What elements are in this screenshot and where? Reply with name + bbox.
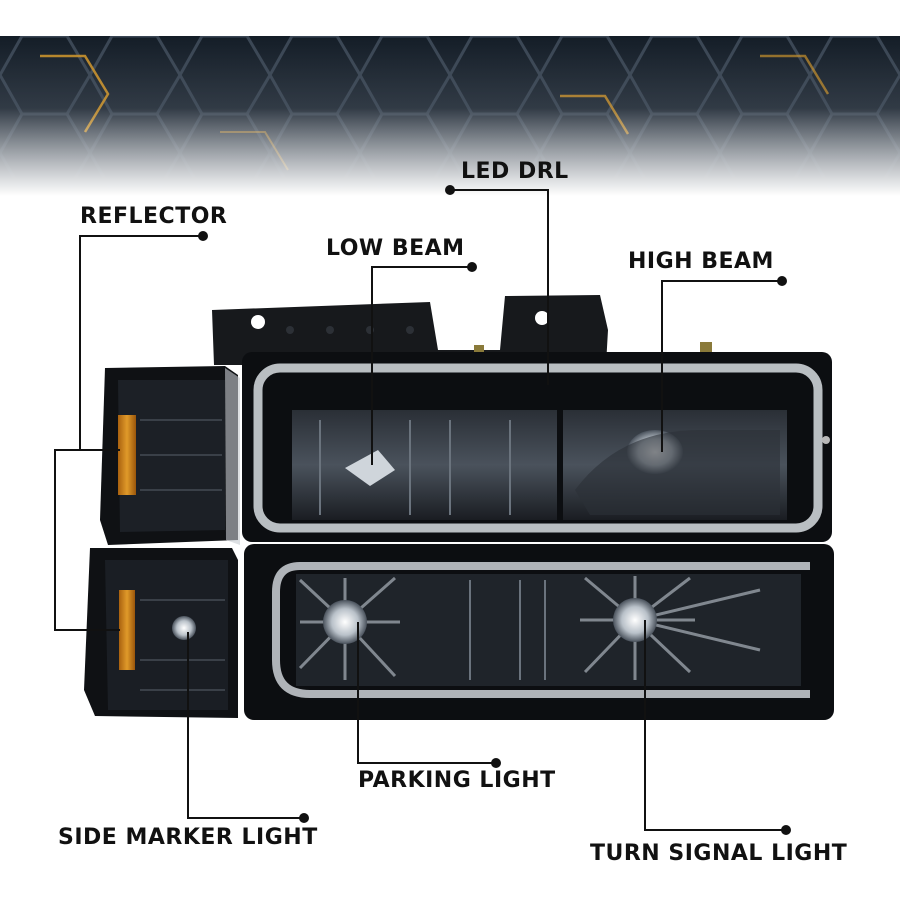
callout-led-drl — [450, 189, 549, 385]
callout-low-beam — [371, 266, 472, 465]
label-high-beam: HIGH BEAM — [628, 249, 774, 274]
callout-high-beam — [661, 280, 782, 452]
label-parking-light: PARKING LIGHT — [358, 768, 556, 793]
callout-lines — [54, 189, 786, 831]
label-turn-signal-light: TURN SIGNAL LIGHT — [590, 841, 848, 866]
callout-turn-signal — [644, 620, 786, 831]
callout-side-marker — [187, 632, 304, 819]
callout-dots — [198, 185, 791, 835]
label-side-marker-light: SIDE MARKER LIGHT — [58, 825, 318, 850]
corner-light-upper — [100, 366, 240, 545]
label-reflector: REFLECTOR — [80, 204, 228, 229]
label-led-drl: LED DRL — [461, 159, 569, 184]
hexagon-banner — [0, 36, 900, 196]
label-low-beam: LOW BEAM — [326, 236, 465, 261]
callout-parking-light — [357, 622, 496, 764]
parking-lamp — [244, 544, 834, 720]
callout-reflector — [54, 235, 203, 631]
main-headlamp — [242, 352, 832, 542]
corner-light-lower — [84, 548, 238, 718]
